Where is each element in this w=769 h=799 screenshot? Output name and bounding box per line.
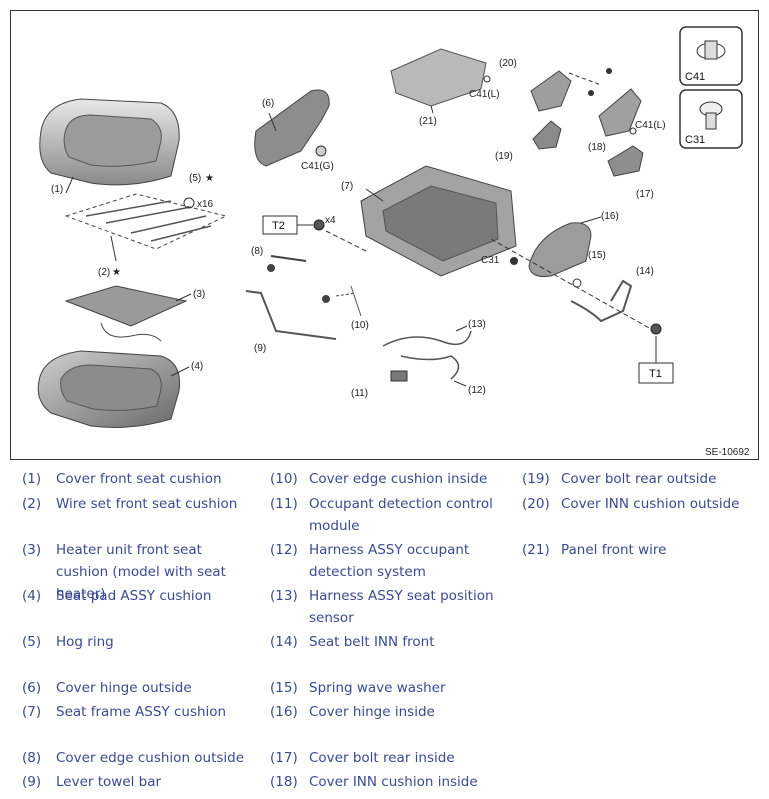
- callout-20: (20): [499, 58, 517, 69]
- torque-box-t1: [638, 362, 674, 384]
- callout-3: (3): [193, 289, 205, 300]
- cover-hinge-inside-part: [528, 222, 592, 277]
- clip-label-c41l-a: C41(L): [469, 89, 500, 100]
- callout-9: (9): [254, 343, 266, 354]
- figure-id: SE-10692: [705, 447, 750, 458]
- spring-washer-part: [572, 278, 582, 288]
- harness-part: [382, 330, 472, 380]
- cushion-cover-part: [39, 98, 180, 194]
- clip-label-c41l-b: C41(L): [635, 120, 666, 131]
- clip-label-c41g: C41(G): [301, 161, 334, 172]
- diagram-canvas: (1) (2) ★ (5) ★ x16 (3) (4) (6) C41(G) (…: [37, 26, 750, 458]
- clip-label-c31-inset: C31: [685, 134, 705, 146]
- callout-15: (15): [588, 250, 606, 261]
- star-mark-5: ★: [205, 173, 214, 184]
- callout-12: (12): [468, 385, 486, 396]
- bolt-qty: x4: [325, 215, 336, 226]
- clip-label-c31: C31: [481, 255, 500, 266]
- callout-7: (7): [341, 181, 353, 192]
- callout-2: (2): [98, 267, 110, 278]
- cover-inn-outside-part: [530, 70, 572, 112]
- heater-unit-part: [64, 285, 192, 342]
- panel-front-wire-part: [390, 48, 487, 107]
- torque-label-t1: T1: [649, 368, 662, 380]
- hog-ring-part: [183, 197, 195, 209]
- cover-edge-outside-part: [270, 255, 307, 262]
- callout-16: (16): [601, 211, 619, 222]
- cover-bolt-inside-part: [607, 145, 644, 177]
- callout-10: (10): [351, 320, 369, 331]
- seat-frame-part: [360, 165, 517, 277]
- cover-inn-inside-part: [598, 88, 642, 137]
- seat-pad-part: [37, 350, 190, 428]
- callout-17: (17): [636, 189, 654, 200]
- cover-edge-inside-part: [350, 285, 362, 317]
- occupant-module-part: [390, 370, 408, 382]
- clip-label-c41: C41: [685, 71, 705, 83]
- bolt-part: [313, 219, 325, 231]
- callout-5: (5): [189, 173, 201, 184]
- towel-bar-part: [245, 290, 337, 340]
- star-mark-2: ★: [112, 267, 121, 278]
- callout-4: (4): [191, 361, 203, 372]
- callout-19: (19): [495, 151, 513, 162]
- callout-11: (11): [351, 388, 368, 399]
- callout-1: (1): [51, 184, 63, 195]
- torque-label-t2: T2: [272, 220, 285, 232]
- callout-6: (6): [262, 98, 274, 109]
- exploded-view-diagram: (1) (2) ★ (5) ★ x16 (3) (4) (6) C41(G) (…: [10, 10, 759, 460]
- callout-21: (21): [419, 116, 437, 127]
- callout-8: (8): [251, 246, 263, 257]
- seat-belt-part: [570, 279, 633, 323]
- parts-legend: (1)Cover front seat cushion (2)Wire set …: [22, 471, 740, 790]
- nut-part: [650, 323, 662, 335]
- cover-hinge-outside-part: [254, 89, 330, 167]
- hog-ring-qty: x16: [197, 199, 214, 210]
- wire-set-part: [64, 193, 228, 262]
- callout-13: (13): [468, 319, 486, 330]
- cover-bolt-outside-part: [532, 120, 562, 150]
- callout-18: (18): [588, 142, 606, 153]
- callout-14: (14): [636, 266, 654, 277]
